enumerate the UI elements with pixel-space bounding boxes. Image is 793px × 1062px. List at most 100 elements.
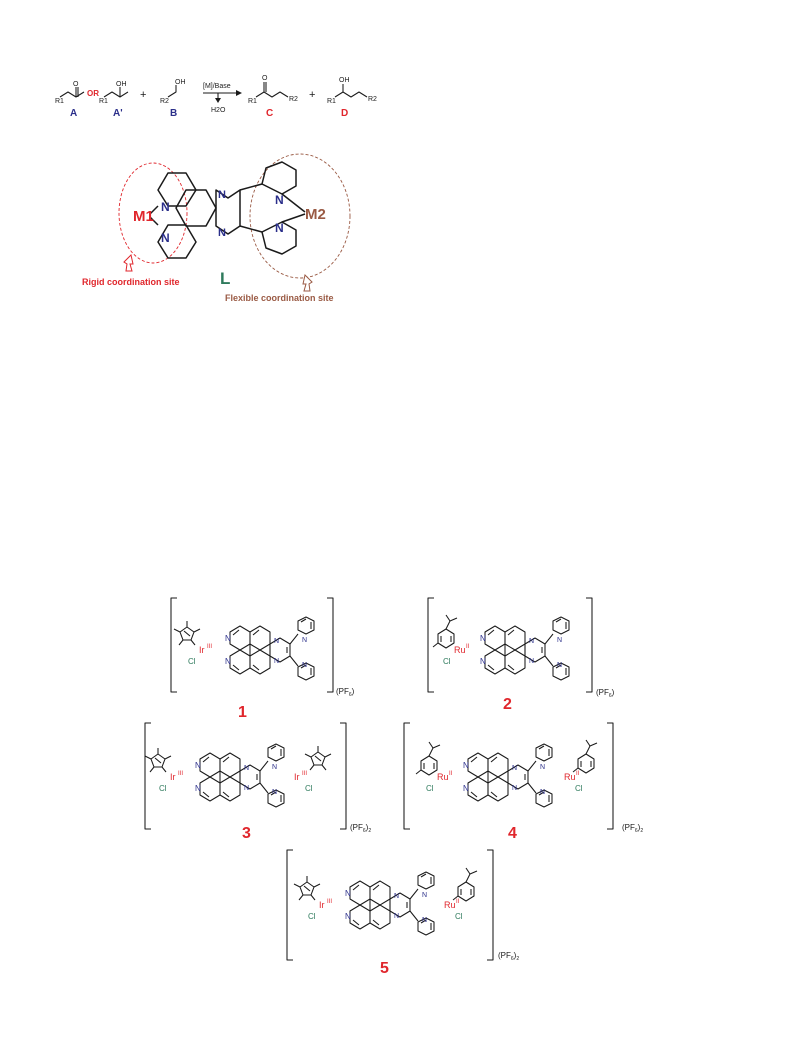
a-r1-label: R1: [55, 98, 64, 105]
pyridyl-ring: [267, 743, 285, 762]
c-r1: R1: [248, 98, 257, 105]
arrow-bottom-text: H2O: [211, 107, 226, 114]
pyridyl-ring: [417, 871, 435, 890]
metal-1-oxidation: II: [466, 644, 470, 650]
bracket-right: [340, 722, 347, 830]
a-prime-oh: OH: [116, 81, 127, 88]
bracket-right: [487, 849, 494, 961]
plus-sign-2: +: [309, 89, 315, 101]
metal-1-symbol: Ir: [319, 900, 325, 910]
counterion: (PF6)2: [350, 823, 371, 834]
bracket-left: [286, 849, 293, 961]
chloride-1: Cl: [308, 912, 316, 921]
counterion: (PF6)2: [622, 823, 643, 834]
or-text: OR: [87, 89, 99, 98]
flexible-site-ellipse: [249, 153, 351, 279]
pyridyl-n: N: [557, 637, 562, 644]
core-n: N: [195, 761, 201, 770]
metal-2-oxidation: III: [302, 771, 307, 777]
bracket-right: [327, 597, 334, 693]
core-n: N: [244, 765, 249, 772]
cymene-ring: [572, 739, 598, 774]
metal-1-symbol: Ir: [170, 772, 176, 782]
pyridyl-n: N: [422, 892, 427, 899]
bracket-right: [586, 597, 593, 693]
core-n: N: [512, 765, 517, 772]
chloride-2: Cl: [575, 784, 583, 793]
core-n: N: [480, 657, 486, 666]
d-label: D: [341, 108, 348, 119]
core-n: N: [529, 638, 534, 645]
complex-number: 5: [380, 960, 389, 977]
cp-star-ring: [173, 620, 201, 646]
counterion: (PF6)2: [498, 951, 519, 962]
d-r1: R1: [327, 98, 336, 105]
complex-number: 2: [503, 696, 512, 713]
core-n: N: [529, 658, 534, 665]
a-prime-r1: R1: [99, 98, 108, 105]
core-n: N: [195, 784, 201, 793]
chloride-1: Cl: [426, 784, 434, 793]
cymene-ring: [432, 614, 458, 649]
counterion: (PF6): [596, 688, 615, 699]
pyridyl-n: N: [540, 764, 545, 771]
core-n: N: [225, 634, 231, 643]
rigid-arrow-icon: [123, 254, 134, 272]
metal-1-symbol: Ir: [199, 645, 205, 655]
b-label: B: [170, 108, 177, 119]
pyridyl-n: N: [422, 917, 427, 924]
m2-label: M2: [305, 206, 326, 223]
core-n: N: [463, 761, 469, 770]
cymene-ring: [452, 867, 478, 902]
d-r2: R2: [368, 96, 377, 103]
bracket-left: [403, 722, 410, 830]
bracket-left: [170, 597, 177, 693]
core-n: N: [274, 638, 279, 645]
a-label: A: [70, 108, 77, 119]
c-r2: R2: [289, 96, 298, 103]
l-n5: N: [275, 193, 284, 207]
arrow-top-text: [M]/Base: [203, 83, 231, 90]
l-n3: N: [218, 189, 226, 201]
metal-2-symbol: Ru: [564, 772, 576, 782]
ligand-label: L: [220, 269, 230, 288]
pyridyl-n: N: [272, 789, 277, 796]
chloride-1: Cl: [188, 657, 196, 666]
core-n: N: [480, 634, 486, 643]
compound-a-prime: OH R1 A': [99, 81, 129, 119]
core-n: N: [244, 785, 249, 792]
cp-star-ring: [144, 747, 172, 773]
compound-a: O R1 A: [55, 81, 85, 119]
c-label: C: [266, 108, 273, 119]
pyridyl-ring: [297, 616, 315, 635]
a-prime-label: A': [113, 108, 123, 119]
compound-c: O R1 R2 C: [248, 75, 298, 119]
core-n: N: [394, 913, 399, 920]
cymene-ring: [415, 741, 441, 776]
core-n: N: [345, 889, 351, 898]
dppz-core: [199, 752, 261, 802]
metal-2-oxidation: II: [456, 899, 460, 905]
l-n4: N: [218, 227, 226, 239]
chloride-1: Cl: [443, 657, 451, 666]
d-oh: OH: [339, 77, 350, 84]
dppz-core: [229, 625, 291, 675]
chloride-2: Cl: [305, 784, 313, 793]
core-n: N: [274, 658, 279, 665]
complex-number: 1: [238, 704, 247, 721]
pyridyl-n: N: [302, 662, 307, 669]
compound-b: OH R2 B: [160, 79, 186, 119]
complex-number: 3: [242, 825, 251, 842]
reaction-arrow: [M]/Base H2O: [203, 83, 242, 114]
chloride-2: Cl: [455, 912, 463, 921]
flexible-site-label: Flexible coordination site: [225, 293, 334, 303]
core-n: N: [512, 785, 517, 792]
rigid-site-ellipse: [118, 162, 188, 264]
l-n1: N: [161, 200, 170, 214]
pyridyl-n: N: [272, 764, 277, 771]
bracket-left: [144, 722, 151, 830]
